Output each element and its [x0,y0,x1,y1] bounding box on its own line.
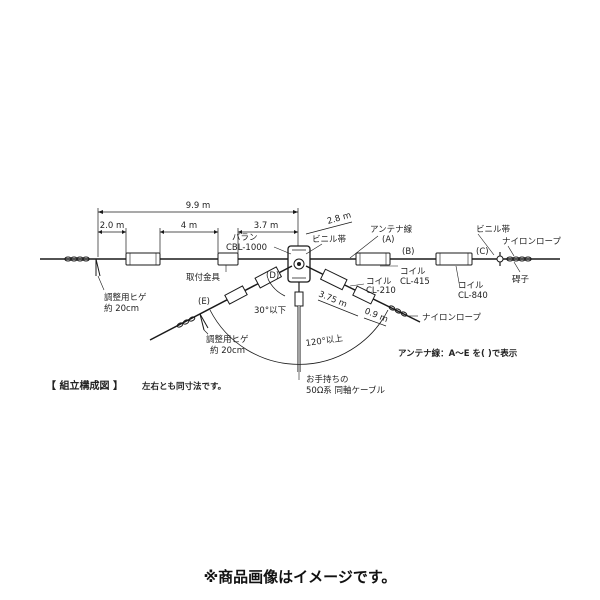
dim-slant-upper: 2.8 m [326,211,352,227]
label-angle-30: 30°以下 [254,306,287,316]
label-coil1: コイル [366,277,392,287]
dim-slant-lower: 3.75 m [317,290,348,310]
label-coax-1: お手持ちの [306,374,349,385]
diagram-title: 【 組立構成図 】 [46,379,123,392]
label-coil3-model: CL-840 [458,291,488,301]
balun [287,245,311,283]
diagram-title-note: 左右とも同寸法です。 [141,381,226,392]
right-end-rope [506,256,532,262]
leader-lines [97,233,521,380]
label-coil2-model: CL-415 [400,277,430,287]
label-element-b: (B) [402,247,414,257]
label-element-a: (A) [382,235,394,245]
label-insulator: 碍子 [512,275,530,285]
coil-detail [129,253,469,265]
label-coil2: コイル [400,267,426,277]
lower-right-rope [388,305,408,317]
slant-coil-right [319,268,376,305]
dim-inner: 4 m [181,221,197,231]
label-adjust-whisker-lower: 調整用ヒゲ [206,334,249,345]
label-angle-120: 120°以上 [305,334,344,349]
label-element-d: (D) [266,271,279,281]
label-coil3: コイル [458,281,484,291]
dim-total: 9.9 m [186,201,211,211]
angle-arc-30 [267,278,286,297]
label-mount-bracket: 取付金具 [186,272,221,283]
label-coil1-model: CL-210 [366,286,396,296]
label-legend-note: アンテナ線：A～E を( )で表示 [398,348,518,359]
slant-coil-left [224,266,283,305]
lower-left-rope [176,316,196,328]
label-nylon-rope-lower: ナイロンロープ [422,313,481,323]
label-nylon-rope-right: ナイロンロープ [502,237,561,247]
dim-balun-span: 3.7 m [254,221,279,231]
coil-part [125,252,473,266]
label-coax-2: 50Ω系 同軸ケーブル [306,385,386,396]
label-adjust-whisker-left: 調整用ヒゲ [104,292,147,303]
label-balun: バラン [232,233,258,243]
adjust-whisker-lower [199,313,209,331]
adjust-whisker-left [95,258,101,277]
label-adjust-whisker-lower-len: 約 20cm [210,345,245,356]
label-adjust-whisker-left-len: 約 20cm [104,303,139,314]
angle-arc-120 [209,309,389,365]
label-balun-model: CBL-1000 [226,243,267,253]
insulator [496,252,504,266]
dimension-arrows [98,210,298,234]
label-element-e: (E) [198,297,210,307]
label-antenna-wire: アンテナ線 [370,224,413,235]
left-end-rope [64,256,90,262]
label-vinyl-tape-right: ビニル帯 [476,224,511,235]
label-element-c: (C) [476,247,489,257]
dimension-lines [97,208,387,327]
dim-outer: 2.0 m [100,221,125,231]
coax-cable [294,282,304,372]
image-caption: ※商品画像はイメージです。 [203,568,397,586]
label-vinyl-tape-center: ビニル帯 [312,234,347,245]
